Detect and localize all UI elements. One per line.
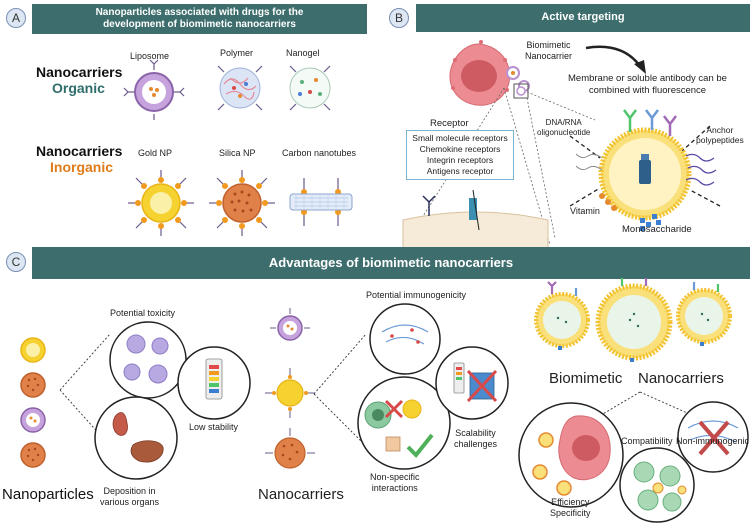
- membrane-text: Membrane or soluble antibody can be comb…: [568, 73, 727, 96]
- deposition-label: Deposition in various organs: [100, 486, 160, 507]
- biomimetic-group-icon: [534, 278, 732, 362]
- polymer-label: Polymer: [220, 48, 254, 58]
- biomimetic-nanocarrier-label: Biomimetic Nanocarrier: [525, 40, 572, 62]
- non-specific-label: Non-specific interactions: [370, 472, 420, 493]
- non-specific-circle: [357, 376, 451, 470]
- zoom-box: [513, 83, 529, 99]
- scalability-label: Scalability challenges: [454, 428, 498, 449]
- receptor-item: Integrin receptors: [426, 155, 494, 165]
- silica-np-label: Silica NP: [219, 148, 256, 158]
- carbon-nanotubes-label: Carbon nanotubes: [282, 148, 357, 158]
- curved-arrow-icon: [585, 45, 646, 74]
- low-stability-circle: [177, 346, 251, 420]
- efficiency-circle: [518, 402, 624, 508]
- potential-toxicity-label: Potential toxicity: [110, 308, 176, 318]
- non-immunogenic-circle: [677, 401, 749, 473]
- liposome-icon: [123, 59, 185, 120]
- cell-icon: [449, 40, 511, 106]
- organic-label-line2: Organic: [52, 80, 105, 96]
- biomimetic-label-2: Nanocarriers: [638, 370, 724, 387]
- gold-np-small-icon: [20, 337, 46, 363]
- organic-label-line1: Nanocarriers: [36, 64, 123, 80]
- scalability-circle: [435, 346, 509, 420]
- efficiency-label: Efficiency Specificity: [550, 497, 591, 518]
- polymer-icon: [217, 65, 263, 111]
- liposome-label: Liposome: [130, 51, 170, 61]
- anchor-label: Anchor polypeptides: [696, 125, 744, 145]
- organs-circle: [94, 396, 178, 480]
- liposome-carrier-icon: [270, 308, 310, 341]
- receptor-item: Small molecule receptors: [412, 133, 508, 143]
- vitamin-label: Vitamin: [570, 206, 600, 216]
- silica-np-small-icon: [20, 372, 46, 398]
- silica-np-icon: [209, 170, 275, 236]
- zoom-lines-right: [526, 91, 596, 239]
- nanocarriers-label: Nanocarriers: [258, 486, 344, 503]
- toxicity-circle: [109, 321, 187, 399]
- non-immunogenic-label: Non-immunogenic: [676, 436, 750, 446]
- liposome-small-icon: [20, 407, 46, 433]
- receptor-item: Antigens receptor: [426, 166, 494, 176]
- gold-carrier-icon: [265, 368, 315, 418]
- receptor-list-box: Small molecule receptors Chemokine recep…: [406, 130, 514, 180]
- small-nanocarrier-icon: [506, 66, 520, 80]
- silica-carrier-icon: [265, 428, 315, 469]
- gold-np-label: Gold NP: [138, 148, 173, 158]
- panel-c-banner: Advantages of biomimetic nanocarriers: [32, 247, 750, 279]
- biomimetic-nanocarrier-icon: [569, 109, 721, 231]
- low-stability-label: Low stability: [189, 422, 239, 432]
- carbon-nanotube-icon: [289, 178, 353, 226]
- immunogenicity-circle: [369, 303, 441, 375]
- nanogel-icon: [289, 65, 331, 111]
- nanoparticles-label: Nanoparticles: [2, 486, 94, 503]
- nanogel-label: Nanogel: [286, 48, 320, 58]
- inorganic-label-line2: Inorganic: [50, 159, 114, 175]
- panel-a-banner: Nanoparticles associated with drugs for …: [32, 4, 367, 34]
- silica-np-small-icon-2: [20, 442, 46, 468]
- nanocarriers-connector: [313, 333, 367, 447]
- gold-np-icon: [128, 170, 194, 236]
- dna-label: DNA/RNA oligonucleotide: [537, 118, 591, 137]
- cell-membrane-icon: [402, 189, 549, 251]
- inorganic-label-line1: Nanocarriers: [36, 143, 123, 159]
- receptor-item: Chemokine receptors: [419, 144, 501, 154]
- panel-a-badge: A: [6, 8, 26, 28]
- biomimetic-nanocarrier-text: Biomimetic Nanocarrier: [525, 40, 573, 61]
- receptor-title: Receptor: [430, 118, 469, 129]
- nanoparticles-connector: [59, 333, 111, 447]
- compatibility-label: Compatibility: [621, 436, 673, 446]
- panel-b-banner: Active targeting: [416, 4, 750, 32]
- panel-c-badge: C: [6, 252, 26, 272]
- biomimetic-label-1: Biomimetic: [549, 370, 623, 387]
- monosaccharide-label: Monosaccharide: [622, 224, 692, 235]
- panel-b-badge: B: [389, 8, 409, 28]
- potential-immunogenicity-label: Potential immunogenicity: [366, 290, 467, 300]
- compatibility-circle: [619, 447, 695, 523]
